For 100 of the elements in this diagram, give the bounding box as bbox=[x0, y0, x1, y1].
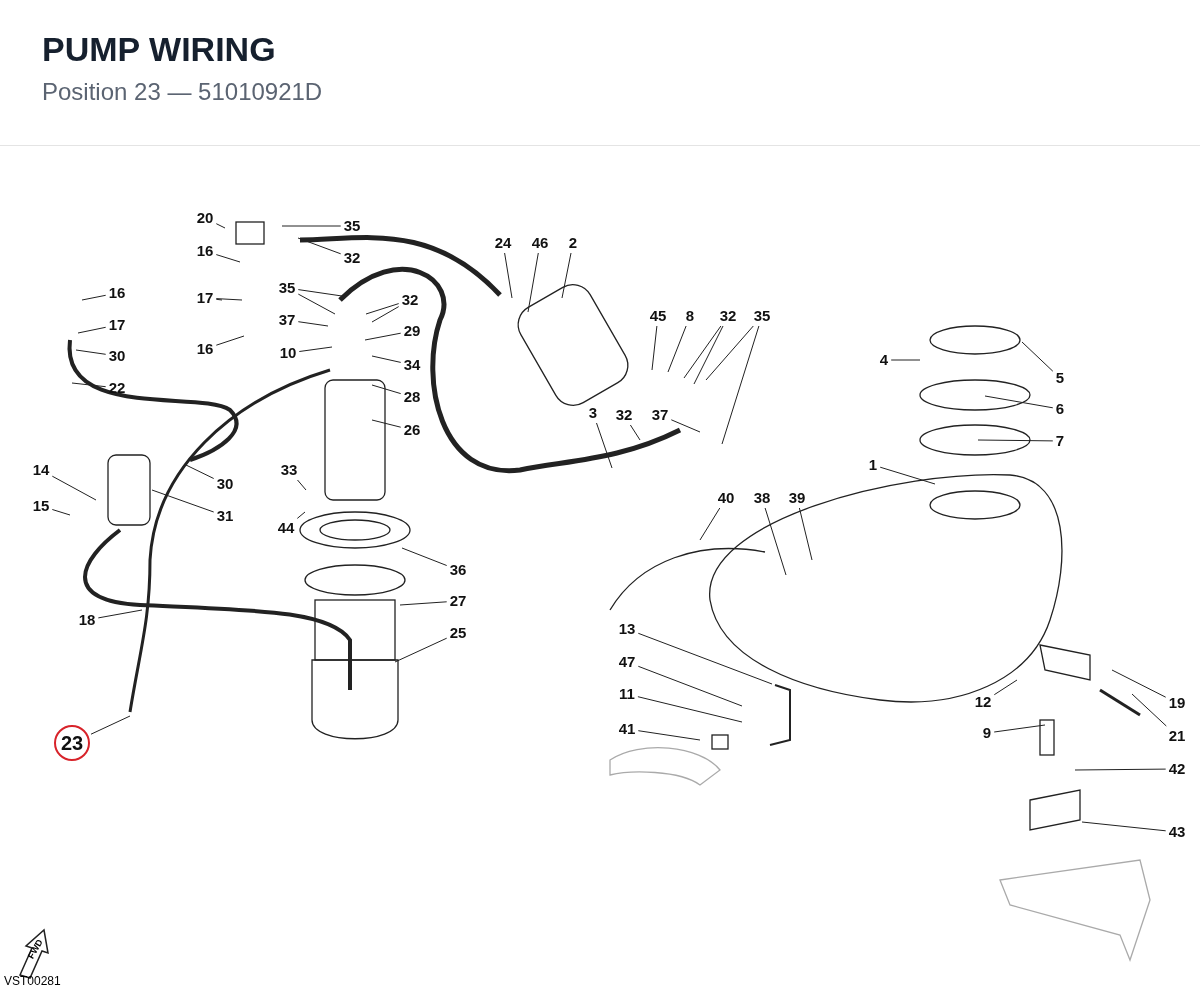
leader-line bbox=[1074, 768, 1167, 771]
leader-line bbox=[371, 419, 402, 428]
callout-number: 39 bbox=[786, 489, 808, 507]
callout-number: 31 bbox=[214, 507, 236, 525]
leader-line bbox=[90, 715, 131, 735]
callout-number: 35 bbox=[341, 217, 363, 235]
leader-line bbox=[705, 325, 754, 381]
callout-number: 21 bbox=[1166, 727, 1188, 745]
callout-number: 25 bbox=[447, 624, 469, 642]
leader-line bbox=[185, 464, 215, 479]
callout-number: 33 bbox=[278, 461, 300, 479]
leader-line bbox=[984, 395, 1054, 409]
callout-number: 20 bbox=[194, 209, 216, 227]
callout-number: 38 bbox=[751, 489, 773, 507]
callout-number: 32 bbox=[717, 307, 739, 325]
leader-line bbox=[798, 507, 813, 561]
callout-number: 8 bbox=[683, 307, 697, 325]
leader-line bbox=[637, 665, 743, 707]
leader-line bbox=[51, 509, 71, 516]
leader-line bbox=[693, 325, 724, 385]
leader-line bbox=[683, 325, 722, 379]
leader-line bbox=[670, 419, 701, 433]
callout-number: 19 bbox=[1166, 694, 1188, 712]
leader-line bbox=[297, 479, 307, 491]
leader-line bbox=[993, 679, 1018, 696]
leader-line bbox=[215, 254, 241, 263]
callout-number: 42 bbox=[1166, 760, 1188, 778]
leader-line bbox=[75, 349, 107, 355]
callout-number: 10 bbox=[277, 344, 299, 362]
callout-number: 35 bbox=[276, 279, 298, 297]
leader-line bbox=[215, 298, 223, 301]
callout-number: 34 bbox=[401, 356, 423, 374]
leader-line bbox=[764, 507, 787, 576]
leader-line bbox=[1131, 693, 1167, 727]
callout-number: 13 bbox=[616, 620, 638, 638]
leader-line bbox=[51, 475, 97, 501]
leader-line bbox=[879, 466, 936, 485]
leader-line bbox=[401, 547, 448, 566]
callout-number: 9 bbox=[980, 724, 994, 742]
leader-line bbox=[629, 424, 641, 441]
leader-line bbox=[527, 252, 539, 313]
leader-line bbox=[77, 326, 107, 334]
leader-line bbox=[297, 237, 342, 255]
leader-line bbox=[371, 384, 402, 395]
callout-number: 24 bbox=[492, 234, 514, 252]
callout-number: 26 bbox=[401, 421, 423, 439]
callout-number: 3 bbox=[586, 404, 600, 422]
callout-number: 36 bbox=[447, 561, 469, 579]
callout-number: 11 bbox=[617, 685, 637, 703]
callout-number: 15 bbox=[30, 497, 52, 515]
leader-line bbox=[365, 303, 400, 315]
leader-line bbox=[1081, 821, 1167, 832]
leader-line bbox=[651, 325, 658, 371]
leader-line bbox=[890, 359, 921, 361]
leader-line bbox=[297, 293, 336, 315]
leader-line bbox=[561, 252, 572, 299]
callout-number: 16 bbox=[194, 340, 216, 358]
leader-line bbox=[667, 325, 687, 373]
callout-number: 5 bbox=[1053, 369, 1067, 387]
callout-number: 7 bbox=[1053, 432, 1067, 450]
subtitle: Position 23 — 51010921D bbox=[42, 78, 323, 106]
leader-line bbox=[71, 382, 107, 388]
leader-line bbox=[1021, 341, 1054, 372]
leader-line bbox=[399, 601, 448, 606]
leader-line bbox=[281, 225, 342, 227]
leader-line bbox=[215, 335, 245, 346]
leader-line bbox=[637, 730, 701, 741]
callout-number: 32 bbox=[399, 291, 421, 309]
leader-line bbox=[371, 306, 400, 323]
callout-number: 44 bbox=[275, 519, 297, 537]
callout-number: 22 bbox=[106, 379, 128, 397]
leader-line bbox=[298, 346, 333, 352]
leader-line bbox=[215, 223, 226, 229]
callout-number: 35 bbox=[751, 307, 773, 325]
callout-number: 17 bbox=[106, 316, 128, 334]
callout-number: 17 bbox=[194, 289, 216, 307]
leader-line bbox=[371, 355, 402, 363]
callout-number: 28 bbox=[401, 388, 423, 406]
callout-number: 30 bbox=[214, 475, 236, 493]
leader-line bbox=[596, 422, 613, 469]
callout-number: 6 bbox=[1053, 400, 1067, 418]
callout-number: 32 bbox=[613, 406, 635, 424]
callout-number: 12 bbox=[972, 693, 994, 711]
callout-number: 43 bbox=[1166, 823, 1188, 841]
leader-line bbox=[297, 289, 343, 297]
leader-line bbox=[699, 507, 721, 541]
leader-line bbox=[151, 489, 215, 513]
leader-line bbox=[637, 632, 773, 685]
leader-line bbox=[364, 332, 402, 341]
leader-line bbox=[637, 696, 743, 723]
callout-number: 16 bbox=[106, 284, 128, 302]
callout-number: 16 bbox=[194, 242, 216, 260]
callout-number: 45 bbox=[647, 307, 669, 325]
leader-line bbox=[504, 252, 513, 299]
callout-number: 37 bbox=[649, 406, 671, 424]
callout-number: 30 bbox=[106, 347, 128, 365]
callout-number: 47 bbox=[616, 653, 638, 671]
leader-line bbox=[97, 609, 143, 619]
leader-line bbox=[993, 724, 1046, 733]
callout-number: 32 bbox=[341, 249, 363, 267]
